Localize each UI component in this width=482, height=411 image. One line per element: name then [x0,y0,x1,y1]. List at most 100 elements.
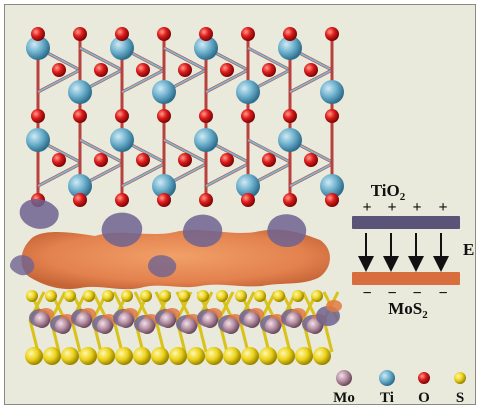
minus-sign: − [387,285,396,302]
legend-label: Mo [333,390,355,406]
s-atom [159,290,171,302]
o-legend-icon [418,372,430,384]
ti-atom [68,80,92,104]
mo-atom [34,312,50,328]
ti-atom [320,174,344,198]
tio2-bond [247,139,291,163]
ti-atom [278,128,302,152]
o-atom [199,109,213,123]
ti-atom [152,174,176,198]
tio2-bond [205,163,249,187]
ti-atom [194,128,218,152]
o-atom [304,63,318,77]
ti-atom [236,80,260,104]
legend-label: Ti [380,390,394,406]
s-atom [197,290,209,302]
tio2-bond [37,163,81,187]
mo-atom [181,318,197,334]
ti-atom [152,80,176,104]
mo-atom [286,312,302,328]
band-diagram: TiO2 ++++ E −−−− MoS2 [352,181,474,321]
s-atom [273,290,285,302]
s-atom [235,290,247,302]
mos2-bond [154,319,166,353]
o-atom [52,153,66,167]
s-atom [292,290,304,302]
o-atom [94,153,108,167]
o-atom [283,27,297,41]
tio2-bond [37,69,81,93]
mos2-bond [238,319,250,353]
field-label: E [463,240,474,259]
o-atom [73,193,87,207]
atom-legend: Mo Ti O S [333,370,466,406]
ti-atom [320,80,344,104]
s-atom [277,347,295,365]
tio2-label: TiO2 [371,181,406,203]
s-atom [151,347,169,365]
o-atom [178,63,192,77]
o-atom [325,193,339,207]
depletion-lobe [148,255,177,278]
legend-label: O [418,390,430,406]
mos2-band [352,272,460,285]
plus-sign: + [362,199,371,216]
mos2-bond [28,319,40,353]
s-atom [313,347,331,365]
s-atom [187,347,205,365]
o-atom [304,153,318,167]
s-atom [254,290,266,302]
legend-label: S [456,390,464,406]
tio2-bond [121,163,165,187]
s-atom [102,290,114,302]
depletion-lobe [101,212,143,247]
o-atom [94,63,108,77]
o-atom [157,193,171,207]
o-atom [241,109,255,123]
s-atom [64,290,76,302]
o-atom [157,109,171,123]
tio2-bond [163,139,207,163]
o-atom [262,63,276,77]
mos2-charge-lobes [29,300,342,334]
s-atom [311,290,323,302]
ti-atom [68,174,92,198]
ti-atom [26,128,50,152]
ti-atom [26,36,50,60]
accumulation-region [21,229,330,290]
s-legend-icon [454,372,466,384]
mos2-sulfur-layer [25,290,331,365]
o-atom [115,109,129,123]
mo-atom [244,312,260,328]
s-atom [79,347,97,365]
s-atom [241,347,259,365]
s-atom [83,290,95,302]
tio2-bond [205,69,249,93]
mos2-bond [196,319,208,353]
electric-field-arrows [358,233,449,272]
charge-density-isosurface [10,198,330,290]
o-atom [136,153,150,167]
mos2-bond [280,319,292,353]
minus-sign: − [362,285,371,302]
o-atom [325,27,339,41]
o-atom [220,153,234,167]
o-atom [73,27,87,41]
s-atom [205,347,223,365]
o-atom [283,109,297,123]
o-atom [241,27,255,41]
positive-charges: ++++ [362,199,447,216]
s-atom [295,347,313,365]
s-atom [25,347,43,365]
o-atom [52,63,66,77]
o-atom [115,193,129,207]
s-atom [259,347,277,365]
mo-atom [97,318,113,334]
o-atom [241,193,255,207]
o-atom [31,27,45,41]
tio2-slab [26,27,344,207]
o-atom [262,153,276,167]
depletion-lobe [19,198,59,229]
mo-atom [76,312,92,328]
